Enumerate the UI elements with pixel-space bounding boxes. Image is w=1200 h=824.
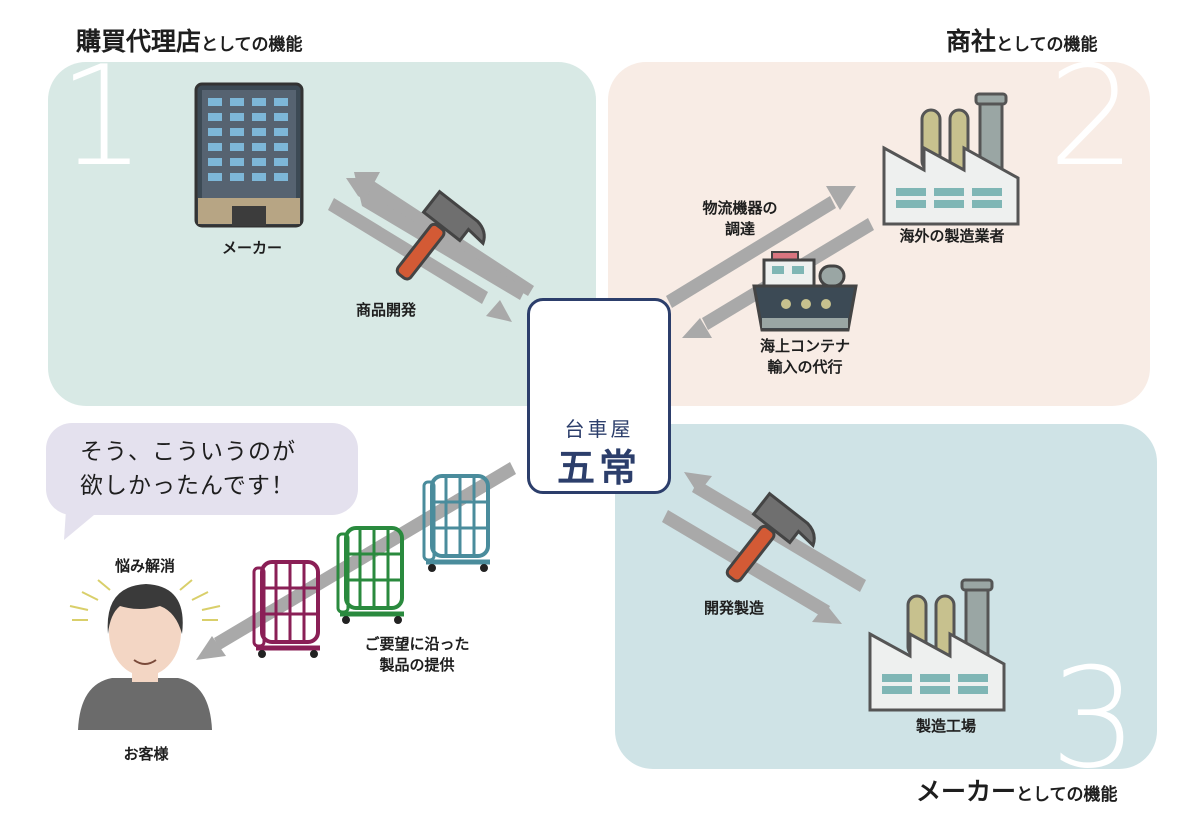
product-dev-label: 商品開発 [355, 301, 416, 319]
section-3-title: メーカーとしての機能 [916, 772, 1118, 808]
section-3-title-suffix: としての機能 [1016, 785, 1118, 805]
factory-label: 製造工場 [915, 717, 976, 735]
ship-icon [752, 251, 858, 332]
logo-line2: 五常 [556, 445, 641, 490]
import-label-line2: 輸入の代行 [767, 358, 843, 376]
section-1-number: 1 [58, 36, 146, 197]
section-3-number: 3 [1050, 638, 1138, 799]
dev-manufacture-label: 開発製造 [703, 599, 764, 617]
section-2-title-main: 商社 [946, 27, 997, 56]
procurement-label-line2: 調達 [724, 220, 755, 238]
customer-avatar-icon [78, 584, 212, 730]
section-3-title-main: メーカー [916, 777, 1017, 806]
section-1-title-suffix: としての機能 [201, 35, 303, 55]
section-2-title: 商社としての機能 [946, 22, 1098, 58]
relief-rays-icon [69, 579, 221, 621]
bubble-tail [64, 510, 100, 540]
customer-label: お客様 [123, 745, 169, 763]
building-icon [194, 82, 304, 228]
procurement-label-line1: 物流機器の [702, 199, 778, 217]
delivery-label: ご要望に沿った 製品の提供 [352, 634, 482, 676]
section-2-title-suffix: としての機能 [996, 35, 1098, 55]
section-1-panel [48, 62, 596, 406]
speech-bubble-line2: 欲しかったんです！ [80, 473, 295, 499]
delivery-label-line2: 製品の提供 [379, 656, 455, 674]
relief-label: 悩み解消 [114, 557, 175, 575]
import-label-line1: 海上コンテナ [759, 337, 850, 355]
section-2-panel [608, 62, 1150, 406]
section-2-number: 2 [1048, 36, 1136, 197]
delivery-label-line1: ご要望に沿った [364, 635, 470, 653]
speech-bubble-line1: そう、こういうのが [80, 439, 296, 465]
import-label: 海上コンテナ 輸入の代行 [750, 336, 860, 378]
overseas-factory-icon [882, 92, 1020, 226]
company-logo: 台車屋 五常 [527, 298, 671, 494]
section-1-title: 購買代理店としての機能 [76, 22, 303, 58]
speech-bubble: そう、こういうのが 欲しかったんです！ [46, 423, 358, 515]
factory-icon [868, 578, 1006, 712]
section-1-title-main: 購買代理店 [76, 27, 202, 56]
logo-line1: 台車屋 [564, 417, 634, 441]
procurement-label: 物流機器の 調達 [690, 198, 790, 240]
maker-label: メーカー [221, 239, 282, 257]
arrow-procurement [666, 186, 856, 308]
overseas-manufacturer-label: 海外の製造業者 [899, 227, 1005, 245]
